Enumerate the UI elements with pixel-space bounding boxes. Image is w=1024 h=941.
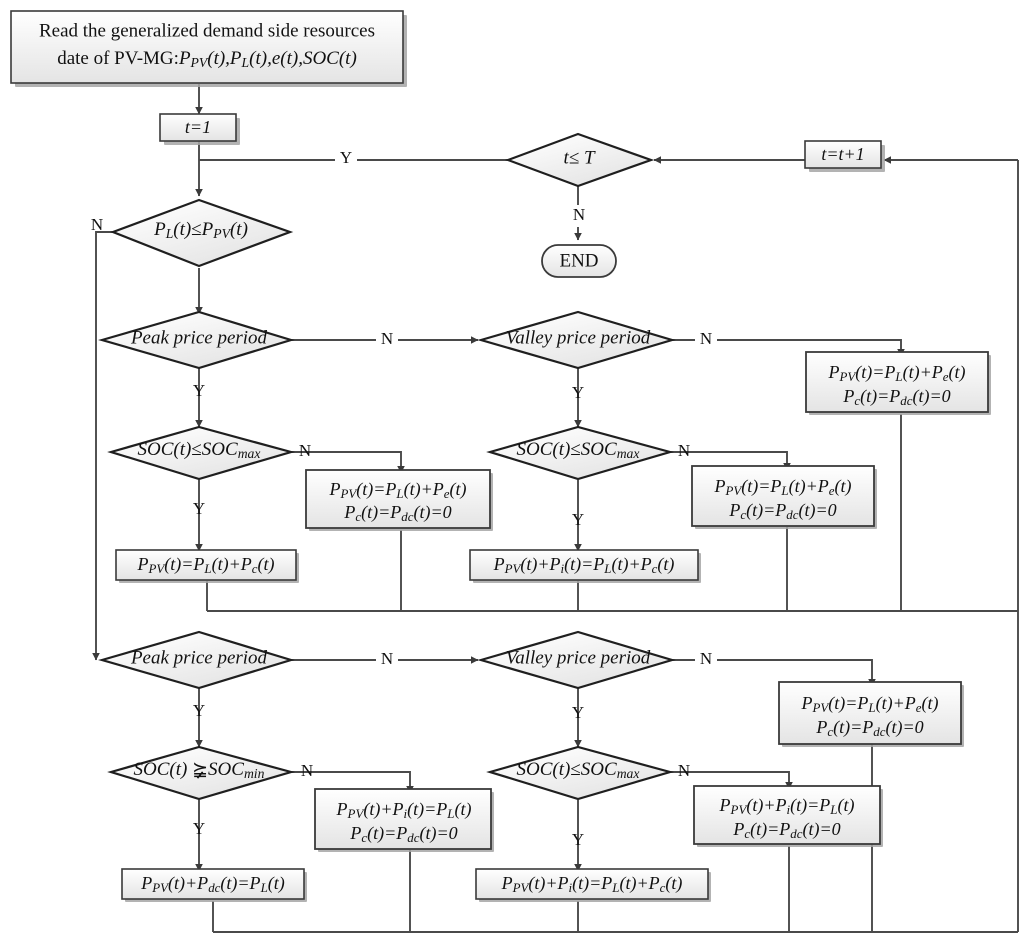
valley-price-top-label: Valley price period: [506, 327, 651, 348]
node-t-increment[interactable]: t=t+1: [804, 140, 882, 169]
svg-text:Pc(t)=Pdc(t)=0: Pc(t)=Pdc(t)=0: [728, 500, 836, 522]
svg-text:PPV(t)=PL(t)+Pe(t): PPV(t)=PL(t)+Pe(t): [827, 362, 965, 384]
node-box-top-right[interactable]: PPV(t)=PL(t)+Pe(t) Pc(t)=Pdc(t)=0: [805, 351, 989, 413]
edge-label-peaktop-yes: Y: [193, 381, 205, 400]
svg-text:PPV(t)+Pi(t)=PL(t)+Pc(t): PPV(t)+Pi(t)=PL(t)+Pc(t): [493, 554, 675, 576]
start-line-1: Read the generalized demand side resourc…: [39, 20, 375, 41]
edge-label-tleT-yes: Y: [340, 148, 352, 167]
node-box-top-center-result[interactable]: PPV(t)+Pi(t)=PL(t)+Pc(t): [469, 549, 699, 581]
node-decision-peak-price-bottom[interactable]: Peak price period: [98, 630, 295, 690]
edge-valleybot-no: [672, 659, 876, 687]
peak-price-top-label: Peak price period: [130, 327, 268, 348]
edge-label-soctl-no: N: [299, 441, 311, 460]
edge-label-valleybot-yes: Y: [572, 703, 584, 722]
edge-label-soctr-no: N: [678, 441, 690, 460]
node-decision-t-le-T[interactable]: t≤ T: [504, 132, 655, 188]
node-decision-soc-min-bottom-left[interactable]: SOC(t) ⪶SOCmin: [107, 745, 296, 801]
svg-text:Pc(t)=Pdc(t)=0: Pc(t)=Pdc(t)=0: [343, 502, 451, 524]
node-box-top-mid-left[interactable]: PPV(t)=PL(t)+Pe(t) Pc(t)=Pdc(t)=0: [305, 469, 491, 529]
node-decision-peak-price-top[interactable]: Peak price period: [98, 310, 295, 370]
svg-text:PPV(t)=PL(t)+Pe(t): PPV(t)=PL(t)+Pe(t): [800, 693, 938, 715]
svg-text:Pc(t)=Pdc(t)=0: Pc(t)=Pdc(t)=0: [815, 717, 923, 739]
decision-t-le-T-label: t≤ T: [563, 147, 595, 168]
node-decision-soc-max-bottom-right[interactable]: SOC(t)≤SOCmax: [486, 745, 675, 801]
node-box-bottom-mid-right[interactable]: PPV(t)+Pi(t)=PL(t) Pc(t)=Pdc(t)=0: [693, 785, 881, 845]
node-box-bottom-center-result[interactable]: PPV(t)+Pi(t)=PL(t)+Pc(t): [475, 868, 709, 900]
edge-label-peaktop-no: N: [381, 329, 393, 348]
edge-layer: [92, 84, 1019, 933]
node-box-bottom-mid-left[interactable]: PPV(t)+Pi(t)=PL(t) Pc(t)=Pdc(t)=0: [314, 788, 492, 850]
svg-text:SOC(t)≤SOCmax: SOC(t)≤SOCmax: [517, 759, 640, 781]
edge-label-soctr-yes: Y: [572, 510, 584, 529]
start-line-2-prefix: date of PV-MG:: [57, 48, 179, 69]
edge-label-socbr-yes: Y: [572, 830, 584, 849]
svg-text:PPV(t)+Pi(t)=PL(t): PPV(t)+Pi(t)=PL(t): [336, 799, 472, 821]
node-t-init[interactable]: t=1: [159, 113, 237, 142]
edge-label-layer: Y N N N Y N Y N Y N Y N Y N Y N Y N Y: [91, 148, 717, 849]
edge-label-valleytop-yes: Y: [572, 383, 584, 402]
node-decision-load-compare[interactable]: PL(t)≤PPV(t): [109, 198, 294, 268]
svg-text:SOC(t)≤SOCmax: SOC(t)≤SOCmax: [517, 439, 640, 461]
svg-text:date of PV-MG:PPV(t),PL(t),e(t: date of PV-MG:PPV(t),PL(t),e(t),SOC(t): [57, 48, 357, 70]
edge-label-loadcmp-no: N: [91, 215, 103, 234]
end-label: END: [559, 250, 598, 271]
svg-text:PPV(t)+Pdc(t)=PL(t): PPV(t)+Pdc(t)=PL(t): [140, 873, 285, 895]
peak-price-bottom-label: Peak price period: [130, 647, 268, 668]
edge-label-peakbot-no: N: [381, 649, 393, 668]
edge-label-socbl-no: N: [301, 761, 313, 780]
valley-price-bottom-label: Valley price period: [506, 647, 651, 668]
edge-loadcmp-no: [92, 231, 113, 661]
edge-label-socbr-no: N: [678, 761, 690, 780]
edge-label-valleytop-no: N: [700, 329, 712, 348]
edge-socbr-no: [670, 771, 793, 790]
node-decision-soc-max-top-left[interactable]: SOC(t)≤SOCmax: [107, 425, 296, 481]
svg-text:Pc(t)=Pdc(t)=0: Pc(t)=Pdc(t)=0: [842, 386, 950, 408]
edge-label-tleT-no: N: [573, 205, 585, 224]
node-box-bottom-left-result[interactable]: PPV(t)+Pdc(t)=PL(t): [121, 868, 305, 900]
edge-soctl-no: [291, 451, 405, 474]
node-decision-valley-price-bottom[interactable]: Valley price period: [477, 630, 676, 690]
node-decision-valley-price-top[interactable]: Valley price period: [477, 310, 676, 370]
svg-text:Pc(t)=Pdc(t)=0: Pc(t)=Pdc(t)=0: [732, 819, 840, 841]
svg-text:PPV(t)=PL(t)+Pc(t): PPV(t)=PL(t)+Pc(t): [136, 554, 274, 576]
t-init-label: t=1: [185, 117, 211, 137]
node-layer: Read the generalized demand side resourc…: [10, 10, 989, 900]
svg-text:PPV(t)+Pi(t)=PL(t)+Pc(t): PPV(t)+Pi(t)=PL(t)+Pc(t): [501, 873, 683, 895]
edge-valleytop-no: [672, 339, 905, 357]
edge-label-socbl-yes: Y: [193, 819, 205, 838]
svg-text:PPV(t)+Pi(t)=PL(t): PPV(t)+Pi(t)=PL(t): [719, 795, 855, 817]
edge-label-valleybot-no: N: [700, 649, 712, 668]
node-box-top-left-result[interactable]: PPV(t)=PL(t)+Pc(t): [115, 549, 297, 581]
svg-text:PPV(t)=PL(t)+Pe(t): PPV(t)=PL(t)+Pe(t): [328, 479, 466, 501]
edge-soctr-no: [670, 451, 791, 471]
svg-text:SOC(t) ⪶SOCmin: SOC(t) ⪶SOCmin: [134, 759, 265, 781]
edge-label-soctl-yes: Y: [193, 499, 205, 518]
node-end[interactable]: END: [541, 244, 617, 278]
edge-label-peakbot-yes: Y: [193, 701, 205, 720]
node-box-bottom-right[interactable]: PPV(t)=PL(t)+Pe(t) Pc(t)=Pdc(t)=0: [778, 681, 962, 745]
svg-text:SOC(t)≤SOCmax: SOC(t)≤SOCmax: [138, 439, 261, 461]
edge-socbl-no: [291, 771, 414, 794]
svg-text:PPV(t)=PL(t)+Pe(t): PPV(t)=PL(t)+Pe(t): [713, 476, 851, 498]
t-increment-label: t=t+1: [821, 144, 864, 164]
node-decision-soc-max-top-right[interactable]: SOC(t)≤SOCmax: [486, 425, 675, 481]
node-box-top-mid-right[interactable]: PPV(t)=PL(t)+Pe(t) Pc(t)=Pdc(t)=0: [691, 465, 875, 527]
svg-text:Pc(t)=Pdc(t)=0: Pc(t)=Pdc(t)=0: [349, 823, 457, 845]
node-start[interactable]: Read the generalized demand side resourc…: [10, 10, 404, 84]
svg-text:PL(t)≤PPV(t): PL(t)≤PPV(t): [153, 219, 248, 241]
